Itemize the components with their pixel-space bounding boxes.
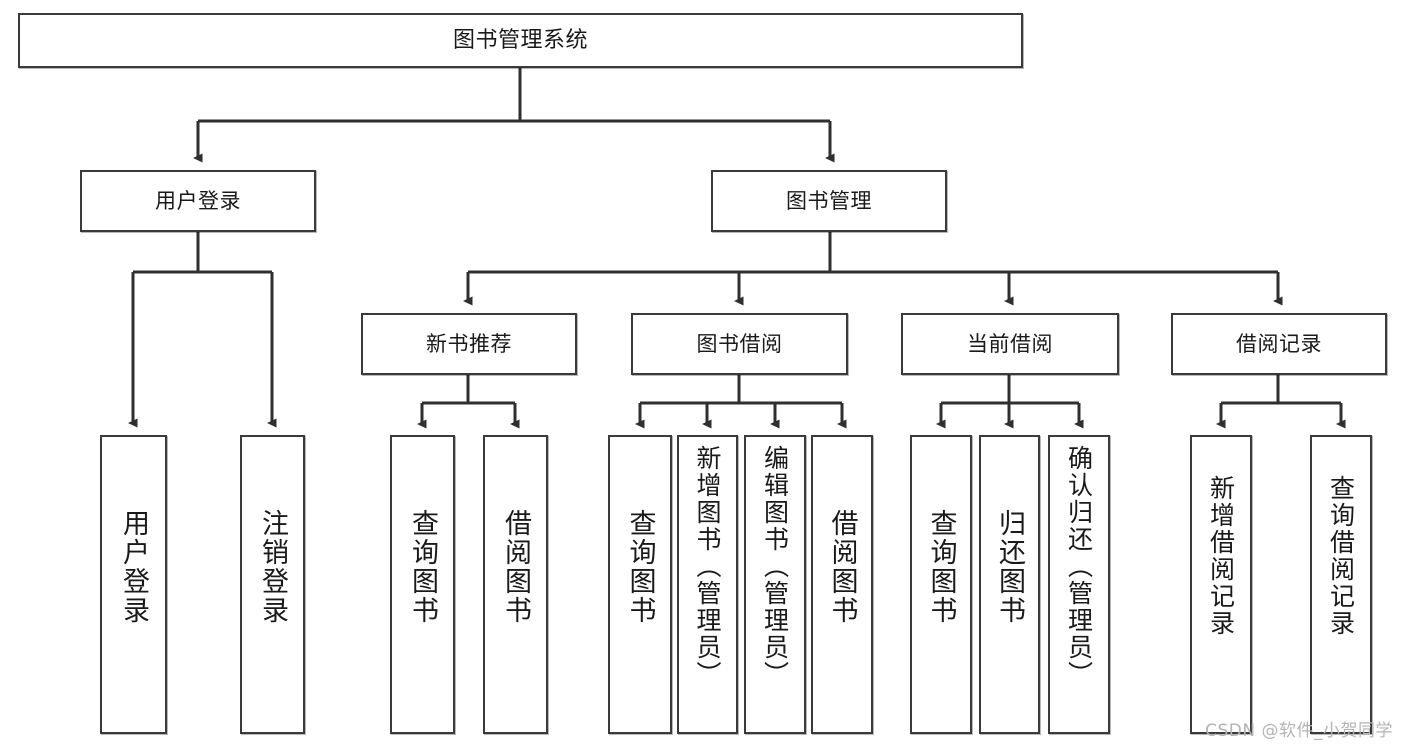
node-leaf-edit-book-admin[interactable]: 编辑图书（管理员）	[744, 435, 806, 734]
node-new-book-recommend[interactable]: 新书推荐	[361, 313, 577, 375]
node-user-login-label: 用户登录	[155, 188, 241, 213]
node-book-manage-label: 图书管理	[786, 188, 872, 213]
node-leaf-borrow-book-rec[interactable]: 借阅图书	[483, 435, 548, 734]
node-leaf-query-borrow-record[interactable]: 查询借阅记录	[1310, 435, 1372, 734]
node-root[interactable]: 图书管理系统	[18, 13, 1023, 68]
node-leaf-add-borrow-record-label: 新增借阅记录	[1206, 475, 1236, 637]
node-leaf-add-book-admin[interactable]: 新增图书（管理员）	[677, 435, 738, 734]
node-book-borrow-label: 图书借阅	[696, 331, 783, 356]
node-current-borrow-label: 当前借阅	[967, 331, 1053, 356]
node-leaf-return-book-label: 归还图书	[994, 509, 1025, 625]
node-leaf-query-book-borrow-label: 查询图书	[624, 509, 656, 625]
node-leaf-query-book-borrow[interactable]: 查询图书	[608, 435, 672, 734]
node-leaf-query-book-rec[interactable]: 查询图书	[390, 435, 455, 734]
node-new-book-recommend-label: 新书推荐	[426, 331, 512, 356]
node-leaf-borrow-book[interactable]: 借阅图书	[811, 435, 873, 734]
node-leaf-edit-book-admin-label: 编辑图书（管理员）	[760, 445, 790, 688]
node-leaf-confirm-return-admin-label: 确认归还（管理员）	[1064, 445, 1094, 688]
node-leaf-user-login[interactable]: 用户登录	[100, 435, 167, 734]
node-user-login[interactable]: 用户登录	[80, 170, 316, 232]
node-current-borrow[interactable]: 当前借阅	[901, 313, 1119, 375]
node-leaf-borrow-book-label: 借阅图书	[826, 509, 858, 625]
node-leaf-logout[interactable]: 注销登录	[240, 435, 305, 734]
node-leaf-add-borrow-record[interactable]: 新增借阅记录	[1190, 435, 1252, 734]
node-leaf-logout-label: 注销登录	[257, 509, 288, 625]
node-borrow-record[interactable]: 借阅记录	[1171, 313, 1387, 375]
node-leaf-return-book[interactable]: 归还图书	[979, 435, 1040, 734]
node-leaf-add-book-admin-label: 新增图书（管理员）	[693, 445, 722, 688]
node-borrow-record-label: 借阅记录	[1236, 331, 1322, 356]
node-leaf-query-book-cur[interactable]: 查询图书	[910, 435, 972, 734]
node-leaf-user-login-label: 用户登录	[118, 509, 149, 625]
node-root-label: 图书管理系统	[452, 27, 588, 53]
node-leaf-borrow-book-rec-label: 借阅图书	[500, 509, 531, 625]
node-book-borrow[interactable]: 图书借阅	[631, 313, 848, 375]
node-book-manage[interactable]: 图书管理	[711, 170, 947, 232]
node-leaf-query-book-rec-label: 查询图书	[407, 509, 438, 625]
node-leaf-query-borrow-record-label: 查询借阅记录	[1326, 475, 1356, 637]
node-leaf-query-book-cur-label: 查询图书	[925, 509, 957, 625]
node-leaf-confirm-return-admin[interactable]: 确认归还（管理员）	[1048, 435, 1110, 734]
